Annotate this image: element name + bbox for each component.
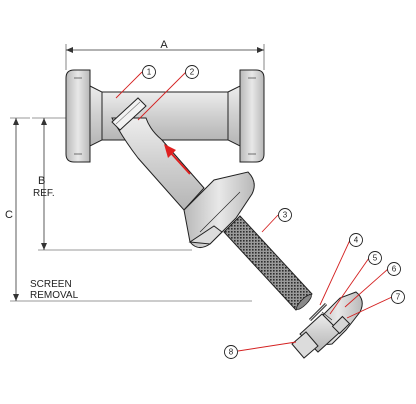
callout-leaders [115,71,393,352]
dimension-b-ref-label: REF. [33,188,55,199]
callout-7-label: 7 [396,293,401,302]
cover-assembly [291,291,363,359]
gasket [308,302,328,322]
callout-1-label: 1 [147,68,152,77]
callout-4-label: 4 [354,236,359,245]
screen-removal-label-line2: REMOVAL [30,290,79,301]
callout-2: 2 [185,65,199,79]
screen-removal-label-line1: SCREEN [30,279,72,290]
callout-1: 1 [142,65,156,79]
dimension-b: B REF. [32,117,192,251]
dimension-a: A [65,39,265,70]
callout-5: 5 [368,251,382,265]
strainer-screen [223,215,313,311]
dimension-c-label: C [5,209,13,221]
callout-6: 6 [387,262,401,276]
callout-3-label: 3 [283,211,288,220]
callout-8: 8 [224,345,238,359]
callout-7: 7 [391,290,405,304]
callout-2-label: 2 [190,68,195,77]
callout-4: 4 [349,233,363,247]
dimension-a-label: A [160,39,168,51]
dimension-b-label: B [38,175,45,187]
flow-arrow [164,144,191,175]
callout-3: 3 [278,208,292,222]
callout-8-label: 8 [229,348,234,357]
dimension-c: C SCREEN REMOVAL [5,117,252,302]
callout-5-label: 5 [373,254,378,263]
callout-6-label: 6 [392,265,397,274]
strainer-leg [111,97,255,248]
